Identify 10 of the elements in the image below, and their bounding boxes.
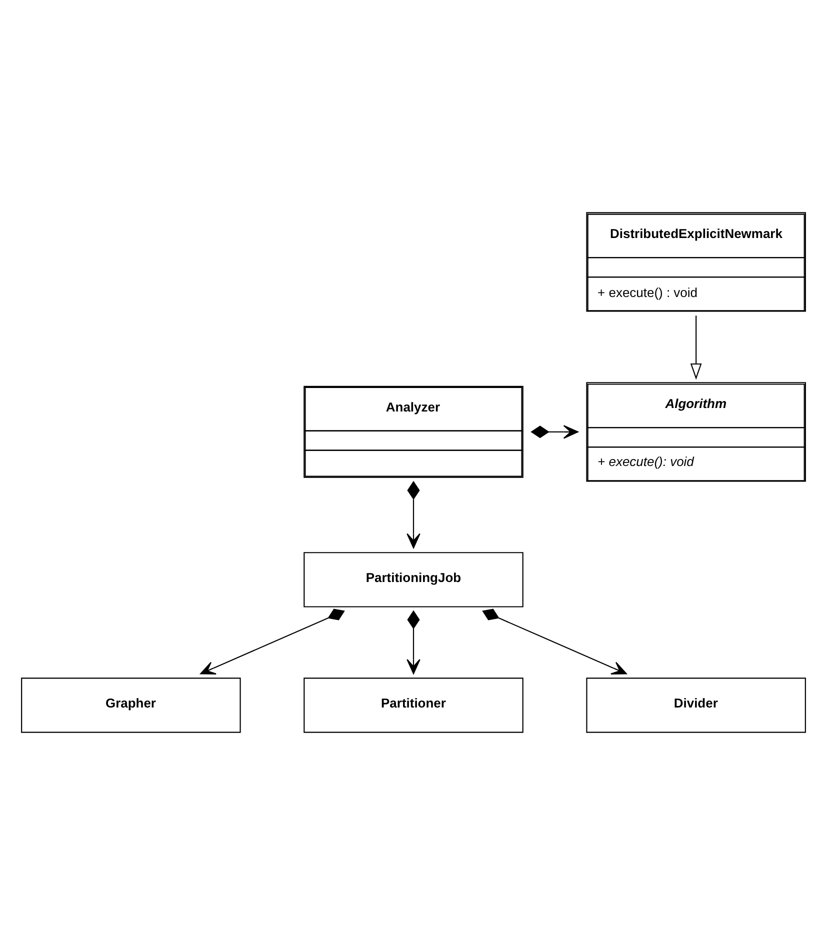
arrow xyxy=(690,315,702,380)
arrow xyxy=(482,608,627,674)
arrow xyxy=(406,610,420,674)
arrow xyxy=(406,480,420,548)
arrow xyxy=(530,424,578,438)
arrow xyxy=(200,608,345,674)
node-box: PartitioningJob xyxy=(304,552,524,607)
node-box: Grapher xyxy=(21,677,241,732)
node-box: Divider xyxy=(586,677,806,732)
node-box: Partitioner xyxy=(304,677,524,732)
